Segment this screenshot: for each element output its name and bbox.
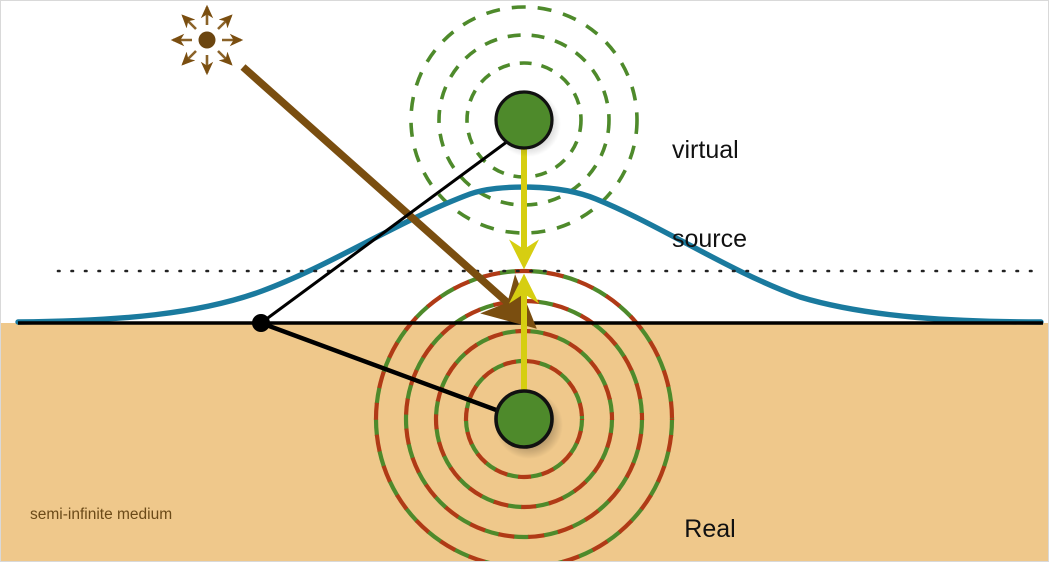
- ray-to-real-source: [260, 320, 508, 417]
- virtual-wavefront-2: [437, 33, 611, 207]
- emitter-arrow-ne-icon: [217, 14, 233, 30]
- real-source-label: Real source: [650, 456, 770, 562]
- light-emitter-icon: [170, 4, 244, 76]
- ray-to-virtual-source: [260, 139, 509, 325]
- real-source-marker: [494, 389, 563, 459]
- real-wavefront-4-red: [373, 268, 675, 562]
- virtual-wavefront-3: [409, 5, 639, 235]
- emitter-arrow-nw-icon: [181, 14, 197, 30]
- real-source-sphere: [494, 389, 554, 449]
- emitter-arrow-se-icon: [217, 50, 233, 66]
- virtual-source-marker: [494, 90, 561, 157]
- virtual-source-label-line1: virtual: [672, 136, 739, 164]
- real-source-label-line1: Real: [684, 515, 736, 543]
- surface-scatter-point: [252, 314, 270, 332]
- virtual-source-sphere: [494, 90, 554, 150]
- virtual-source-label: virtual source: [672, 77, 747, 313]
- real-wavefront-1-red: [463, 358, 585, 480]
- emitter-arrow-sw-icon: [181, 50, 197, 66]
- emitter-core-icon: [198, 31, 216, 49]
- incident-ray: [240, 64, 537, 329]
- virtual-source-label-line2: source: [672, 224, 748, 253]
- semi-infinite-medium-label: semi-infinite medium: [30, 506, 173, 523]
- gaussian-intensity-curve: [15, 184, 1044, 325]
